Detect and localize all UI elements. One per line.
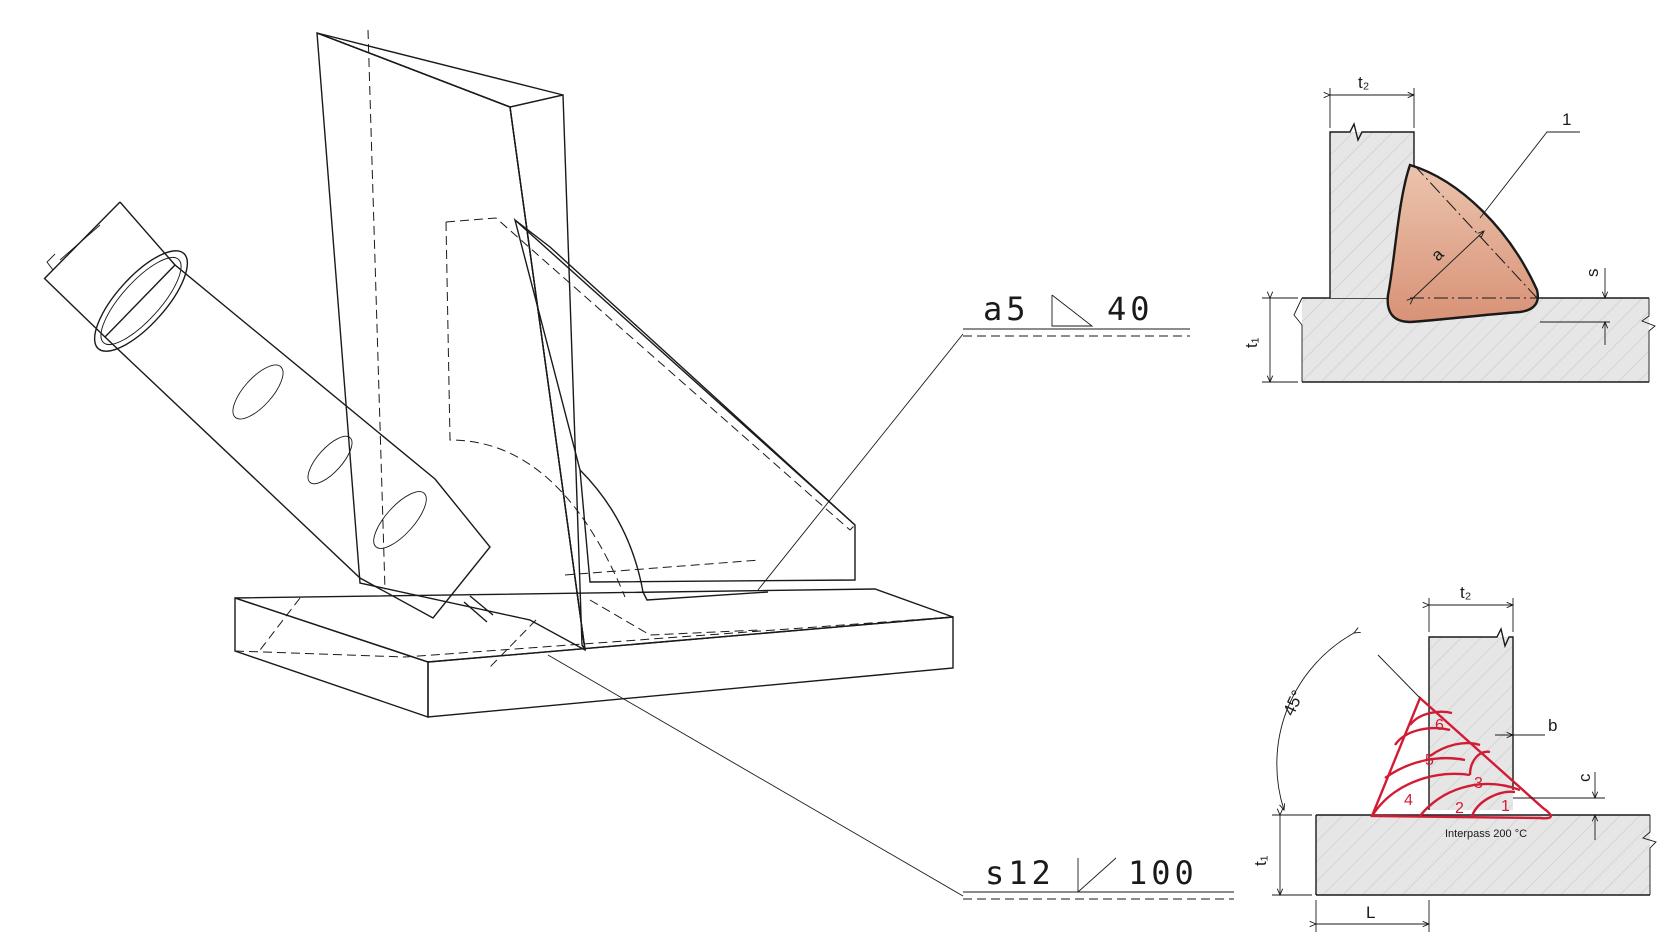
interpass-note: Interpass 200 °C bbox=[1445, 828, 1527, 840]
c-label: c bbox=[1575, 773, 1594, 782]
butt-thickness-label: s12 bbox=[985, 854, 1055, 892]
t1-label: t₁ bbox=[1242, 337, 1261, 348]
multipass-weld-section: 1 2 3 4 5 6 45° t₂ b c t₁ L Inte bbox=[1251, 583, 1657, 932]
fillet-length-label: 40 bbox=[1107, 290, 1154, 328]
angle-45-label: 45° bbox=[1279, 687, 1307, 718]
pass-4-label: 4 bbox=[1404, 792, 1413, 809]
t2-label: t₂ bbox=[1358, 73, 1369, 92]
gusset-stiffener bbox=[445, 217, 856, 636]
fillet-weld-section: a 1 t₂ t₁ s bbox=[1242, 73, 1656, 382]
pass-2-label: 2 bbox=[1455, 800, 1464, 817]
pass-3-label: 3 bbox=[1474, 775, 1483, 792]
s-label: s bbox=[1583, 269, 1602, 278]
butt-weld-symbol: s12 100 bbox=[963, 854, 1234, 900]
b-label: b bbox=[1548, 716, 1557, 735]
welding-torch bbox=[43, 201, 494, 623]
mp-t1-label: t₁ bbox=[1251, 855, 1270, 866]
fillet-leader-line bbox=[757, 333, 964, 591]
isometric-assembly bbox=[43, 29, 964, 897]
callout-1-label: 1 bbox=[1562, 110, 1571, 129]
pass-1-label: 1 bbox=[1501, 798, 1510, 815]
L-label: L bbox=[1366, 903, 1375, 922]
pass-5-label: 5 bbox=[1425, 752, 1434, 769]
butt-length-label: 100 bbox=[1128, 854, 1198, 892]
pass-6-label: 6 bbox=[1435, 717, 1444, 734]
web-plate bbox=[316, 29, 586, 668]
fillet-weld-symbol: a5 40 bbox=[963, 290, 1190, 337]
butt-leader-line bbox=[547, 654, 964, 897]
base-plate bbox=[234, 588, 954, 718]
mp-t2-label: t₂ bbox=[1460, 583, 1471, 602]
fillet-thickness-label: a5 bbox=[983, 290, 1030, 328]
